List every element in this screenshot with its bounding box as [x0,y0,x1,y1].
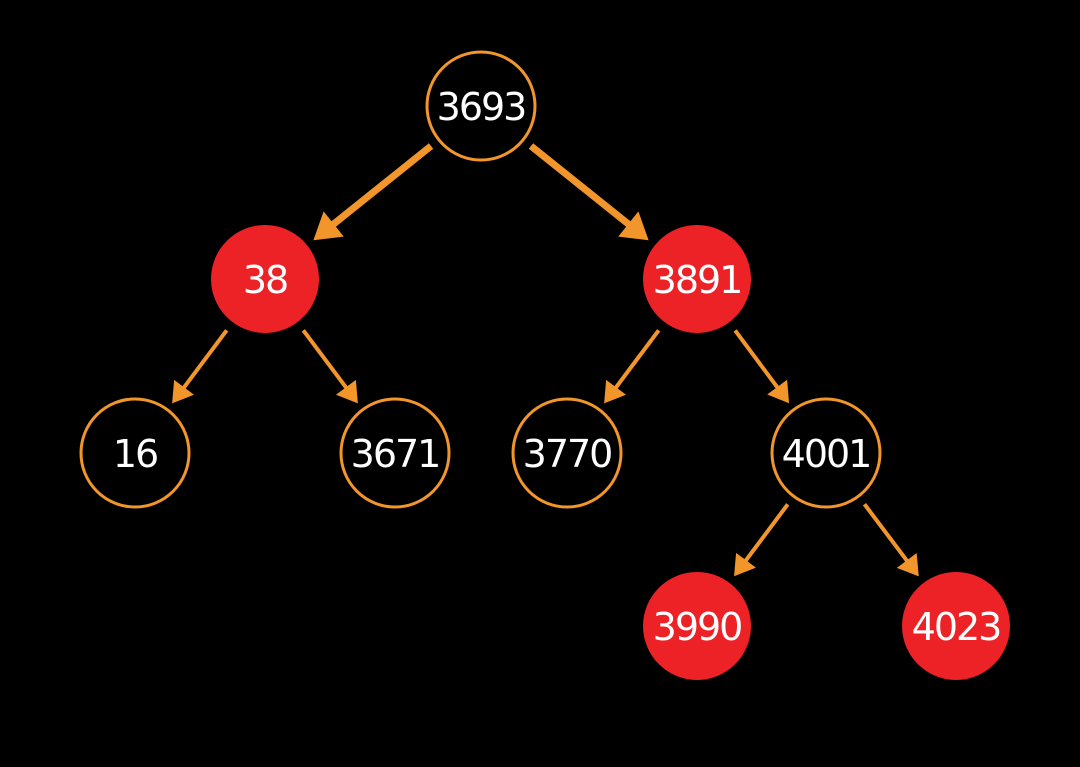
red-node-circle [902,572,1010,680]
edge-line [613,329,661,391]
black-node-circle [79,397,191,509]
tree-node-3990: 3990 [643,572,751,680]
edge-line [528,143,633,228]
node-label: 3990 [653,605,742,649]
arrowhead-icon [618,211,649,241]
edge-3891-to-3770 [604,329,661,404]
edge-line [743,503,790,564]
edge-3693-to-38 [313,143,434,241]
edge-line [181,329,229,391]
edges-layer [172,143,919,577]
black-node-circle [425,50,537,162]
node-label: 3693 [437,85,526,129]
edge-line [329,143,434,228]
arrowhead-icon [896,552,919,577]
arrowhead-icon [313,211,344,241]
node-label: 3671 [351,432,440,476]
tree-node-3693: 3693 [425,50,537,162]
red-node-circle [643,225,751,333]
arrowhead-icon [767,379,790,404]
arrowhead-icon [734,552,756,577]
node-label: 38 [243,258,287,302]
edge-4001-to-3990 [734,503,790,577]
red-node-circle [643,572,751,680]
edge-38-to-3671 [301,329,358,404]
black-node-circle [770,397,882,509]
tree-node-4023: 4023 [902,572,1010,680]
black-node-circle [339,397,451,509]
red-node-circle [211,225,319,333]
tree-node-3891: 3891 [643,225,751,333]
tree-node-38: 38 [211,225,319,333]
tree-node-3770: 3770 [511,397,623,509]
node-label: 4023 [912,605,1001,649]
edge-line [301,329,349,391]
edge-3693-to-3891 [528,143,649,241]
node-label: 3770 [523,432,612,476]
edge-4001-to-4023 [862,502,919,577]
arrowhead-icon [172,379,195,404]
tree-node-3671: 3671 [339,397,451,509]
black-node-circle [511,397,623,509]
edge-3891-to-4001 [733,329,790,404]
node-label: 3891 [653,258,742,302]
edge-line [733,329,780,390]
arrowhead-icon [335,379,358,404]
nodes-layer: 3693 38 3891 16 3671 3770 4001 3990 4023 [79,50,1010,680]
node-label: 4001 [782,432,871,476]
node-label: 16 [113,432,157,476]
edge-line [862,502,910,564]
arrowhead-icon [604,379,627,404]
edge-38-to-16 [172,329,229,404]
tree-node-4001: 4001 [770,397,882,509]
tree-node-16: 16 [79,397,191,509]
